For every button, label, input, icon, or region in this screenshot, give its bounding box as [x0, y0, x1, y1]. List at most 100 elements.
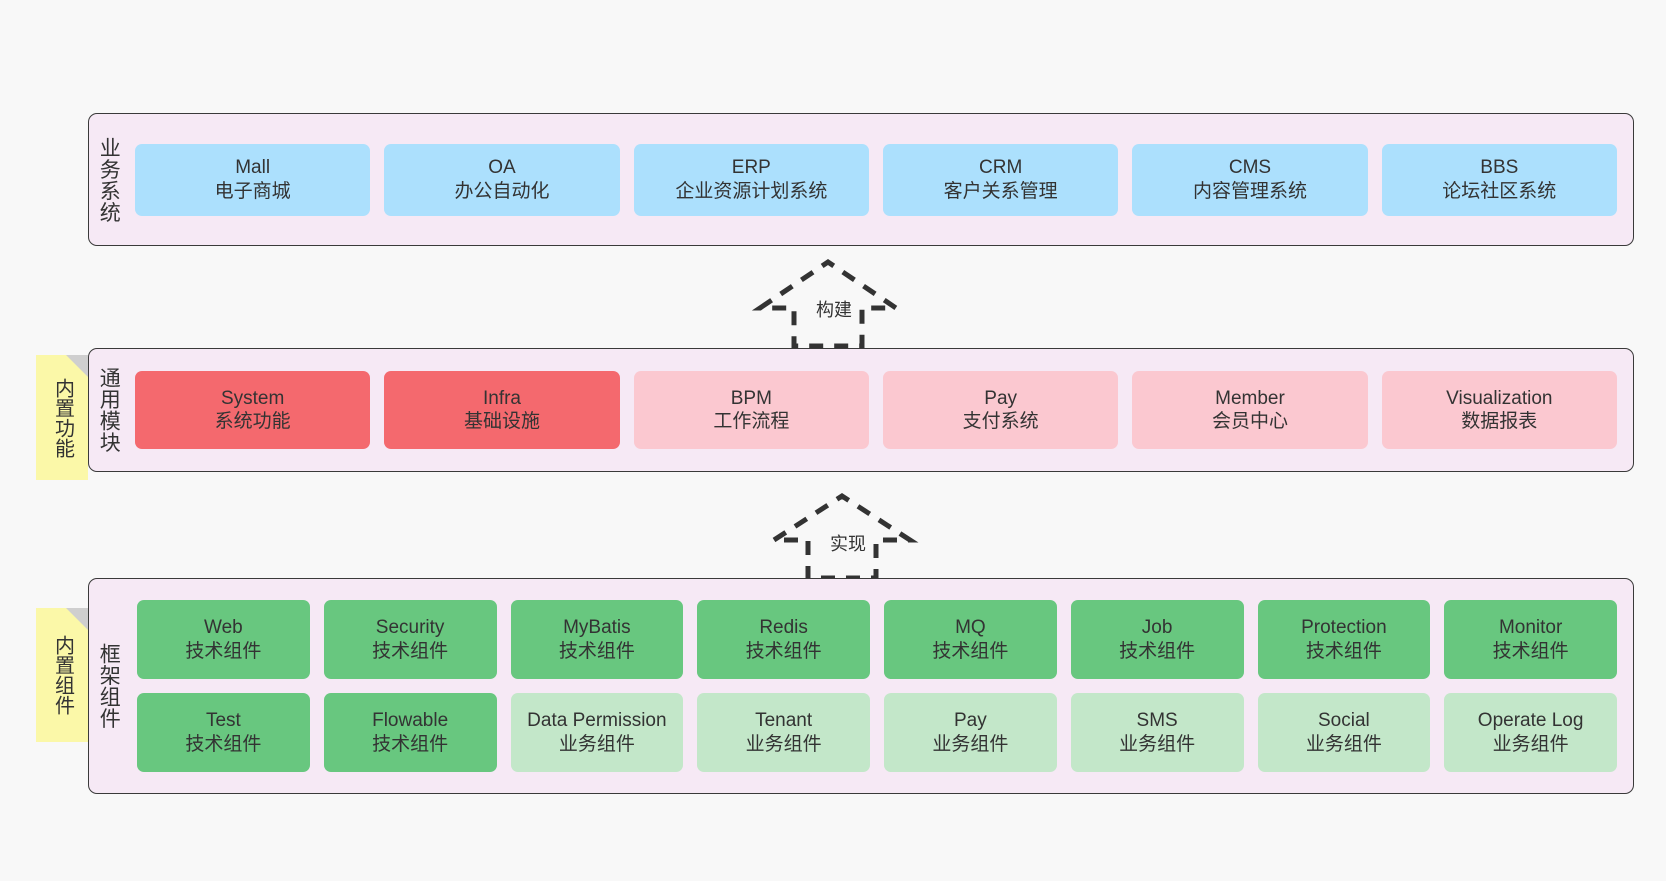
box-crm-desc: 客户关系管理	[943, 180, 1058, 202]
arrow-build-label: 构建	[816, 300, 852, 320]
box-pay-component[interactable]: Pay 业务组件	[884, 693, 1057, 772]
box-pay-component-desc: 业务组件	[932, 733, 1009, 755]
box-social-name: Social	[1318, 710, 1370, 732]
box-member-desc: 会员中心	[1211, 411, 1288, 432]
box-test-desc: 技术组件	[185, 733, 262, 755]
box-job-name: Job	[1141, 617, 1173, 639]
box-mybatis[interactable]: MyBatis 技术组件	[510, 600, 684, 679]
layer-title-framework-components: 框架组件	[97, 643, 121, 729]
box-oa-desc: 办公自动化	[454, 180, 550, 202]
box-data-permission-desc: 业务组件	[558, 733, 635, 755]
layer-common-modules: 通用模块 System 系统功能 Infra 基础设施 BPM 工作流程 Pay…	[88, 348, 1634, 472]
box-job[interactable]: Job 技术组件	[1070, 600, 1244, 679]
box-sms-name: SMS	[1136, 710, 1178, 732]
layer-framework-components: 框架组件 Web 技术组件 Security 技术组件 MyBatis 技术组件…	[88, 578, 1634, 794]
box-cms[interactable]: CMS 内容管理系统	[1132, 143, 1368, 216]
box-protection-desc: 技术组件	[1305, 640, 1382, 662]
box-tenant[interactable]: Tenant 业务组件	[697, 693, 870, 772]
box-job-desc: 技术组件	[1119, 640, 1196, 662]
box-infra[interactable]: Infra 基础设施	[384, 371, 620, 449]
box-bbs-desc: 论坛社区系统	[1442, 180, 1557, 202]
box-infra-desc: 基础设施	[463, 411, 540, 432]
box-redis-desc: 技术组件	[745, 640, 822, 662]
framework-row-technical: Web 技术组件 Security 技术组件 MyBatis 技术组件 Redi…	[137, 600, 1617, 679]
box-protection-name: Protection	[1301, 617, 1387, 639]
box-erp[interactable]: ERP 企业资源计划系统	[633, 143, 869, 216]
box-protection[interactable]: Protection 技术组件	[1257, 600, 1431, 679]
box-system-name: System	[220, 387, 285, 409]
box-bpm[interactable]: BPM 工作流程	[633, 371, 869, 449]
box-visualization-desc: 数据报表	[1461, 411, 1538, 432]
note-fold-icon	[66, 608, 88, 630]
box-tenant-name: Tenant	[755, 710, 813, 732]
box-flowable[interactable]: Flowable 技术组件	[323, 693, 497, 772]
box-operate-log-desc: 业务组件	[1492, 733, 1569, 755]
box-security[interactable]: Security 技术组件	[323, 600, 497, 679]
box-system[interactable]: System 系统功能	[135, 371, 371, 449]
box-mybatis-desc: 技术组件	[558, 640, 635, 662]
box-security-desc: 技术组件	[372, 640, 449, 662]
layer-business-systems: 业务系统 Mall 电子商城 OA 办公自动化 ERP 企业资源计划系统 CRM…	[88, 113, 1634, 246]
box-operate-log-name: Operate Log	[1477, 710, 1584, 732]
box-oa[interactable]: OA 办公自动化	[384, 143, 620, 216]
box-infra-name: Infra	[482, 387, 521, 409]
box-mall-name: Mall	[235, 157, 271, 179]
box-bpm-desc: 工作流程	[713, 411, 790, 432]
box-oa-name: OA	[488, 157, 516, 179]
box-flowable-name: Flowable	[372, 710, 449, 732]
box-cms-name: CMS	[1228, 157, 1272, 179]
box-monitor-desc: 技术组件	[1492, 640, 1569, 662]
box-mq-desc: 技术组件	[932, 640, 1009, 662]
box-crm-name: CRM	[979, 157, 1023, 179]
box-bbs[interactable]: BBS 论坛社区系统	[1381, 143, 1617, 216]
note-builtin-function-label: 内置功能	[51, 377, 74, 458]
box-mq[interactable]: MQ 技术组件	[884, 600, 1057, 679]
box-redis-name: Redis	[759, 617, 808, 639]
box-monitor-name: Monitor	[1498, 617, 1563, 639]
box-member-name: Member	[1215, 387, 1285, 409]
box-test[interactable]: Test 技术组件	[137, 693, 310, 772]
box-pay-module[interactable]: Pay 支付系统	[882, 371, 1119, 449]
box-operate-log[interactable]: Operate Log 业务组件	[1444, 693, 1617, 772]
layer-body-business-systems: Mall 电子商城 OA 办公自动化 ERP 企业资源计划系统 CRM 客户关系…	[127, 114, 1633, 245]
box-mall[interactable]: Mall 电子商城	[135, 143, 371, 216]
box-mybatis-name: MyBatis	[563, 617, 631, 639]
box-erp-desc: 企业资源计划系统	[675, 180, 828, 202]
box-pay-module-name: Pay	[984, 387, 1018, 409]
box-cms-desc: 内容管理系统	[1192, 180, 1307, 202]
layer-title-common-modules: 通用模块	[97, 367, 121, 453]
box-mq-name: MQ	[955, 617, 986, 639]
note-builtin-component-label: 内置组件	[51, 635, 74, 715]
box-crm[interactable]: CRM 客户关系管理	[882, 143, 1119, 216]
box-flowable-desc: 技术组件	[372, 733, 449, 755]
box-erp-name: ERP	[731, 157, 771, 179]
box-monitor[interactable]: Monitor 技术组件	[1444, 600, 1617, 679]
layer-body-framework-components: Web 技术组件 Security 技术组件 MyBatis 技术组件 Redi…	[127, 579, 1633, 793]
box-web-desc: 技术组件	[185, 640, 262, 662]
box-sms-desc: 业务组件	[1119, 733, 1196, 755]
layer-title-business-systems: 业务系统	[97, 136, 121, 223]
arrow-implement-label: 实现	[830, 534, 866, 554]
box-mall-desc: 电子商城	[214, 180, 291, 202]
box-member[interactable]: Member 会员中心	[1132, 371, 1368, 449]
layer-body-common-modules: System 系统功能 Infra 基础设施 BPM 工作流程 Pay 支付系统…	[127, 349, 1633, 471]
box-web[interactable]: Web 技术组件	[137, 600, 310, 679]
box-security-name: Security	[375, 617, 445, 639]
box-bpm-name: BPM	[730, 387, 772, 409]
box-social[interactable]: Social 业务组件	[1257, 693, 1431, 772]
box-test-name: Test	[205, 710, 241, 732]
note-fold-icon	[66, 355, 88, 377]
box-system-desc: 系统功能	[214, 411, 291, 432]
box-pay-component-name: Pay	[954, 710, 987, 732]
box-social-desc: 业务组件	[1305, 733, 1382, 755]
framework-row-business: Test 技术组件 Flowable 技术组件 Data Permission …	[137, 693, 1617, 772]
box-pay-module-desc: 支付系统	[962, 411, 1039, 432]
box-tenant-desc: 业务组件	[745, 733, 822, 755]
box-visualization[interactable]: Visualization 数据报表	[1381, 371, 1617, 449]
box-web-name: Web	[204, 617, 243, 639]
box-redis[interactable]: Redis 技术组件	[697, 600, 870, 679]
box-data-permission[interactable]: Data Permission 业务组件	[510, 693, 684, 772]
arrow-build: 构建	[751, 258, 908, 349]
box-sms[interactable]: SMS 业务组件	[1070, 693, 1244, 772]
